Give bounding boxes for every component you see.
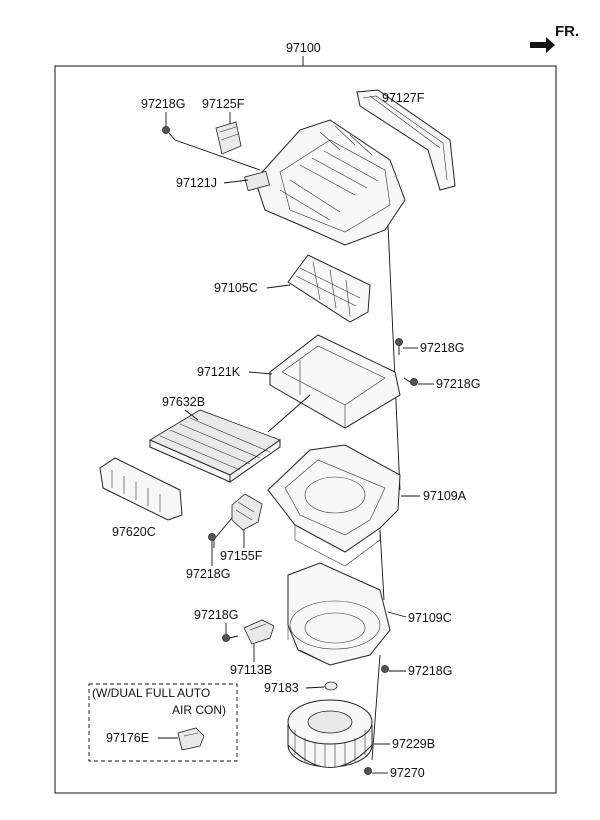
part-97270-screw xyxy=(364,767,372,775)
label-97632B: 97632B xyxy=(162,395,205,409)
alignment-line-right xyxy=(387,224,401,491)
note-line-1: (W/DUAL FULL AUTO xyxy=(92,686,210,700)
leader-97121K xyxy=(248,371,273,375)
front-direction-indicator: FR. xyxy=(530,23,579,53)
label-97155F: 97155F xyxy=(220,549,263,563)
label-97218G-left-1: 97218G xyxy=(186,567,230,581)
label-97218G-right-2: 97218G xyxy=(436,377,480,391)
label-97121J: 97121J xyxy=(176,176,217,190)
label-97127F: 97127F xyxy=(382,91,425,105)
part-97218G-top-screw xyxy=(162,126,176,141)
leader-97105C xyxy=(266,284,291,289)
label-97229B: 97229B xyxy=(392,737,435,751)
part-97109C-lower-case xyxy=(287,562,391,666)
label-97620C: 97620C xyxy=(112,525,156,539)
part-97127F-seal xyxy=(356,89,456,191)
label-97218G-right-1: 97218G xyxy=(420,341,464,355)
leader-97632B-to-housing xyxy=(267,394,311,433)
part-97121K-filter-housing xyxy=(269,334,401,429)
part-97109A-upper-case xyxy=(267,444,401,567)
leader-97218G-to-case xyxy=(174,139,261,171)
front-arrow-icon xyxy=(530,37,555,53)
front-direction-label: FR. xyxy=(555,23,579,40)
dual-full-auto-note-box xyxy=(88,683,238,762)
part-97620C-grille xyxy=(99,457,183,521)
leader-97183 xyxy=(305,686,325,689)
leader-97121J xyxy=(223,179,249,184)
part-97218G-right-screw-1 xyxy=(395,338,403,355)
label-97105C: 97105C xyxy=(214,281,258,295)
label-97218G-left-2: 97218G xyxy=(194,608,238,622)
label-97125F: 97125F xyxy=(202,97,245,111)
alignment-line-bottom xyxy=(371,654,381,761)
label-97183: 97183 xyxy=(264,681,299,695)
note-line-2: AIR CON) xyxy=(172,703,226,717)
label-97176E: 97176E xyxy=(106,731,149,745)
label-97109C: 97109C xyxy=(408,611,452,625)
label-97121K: 97121K xyxy=(197,365,241,379)
part-97632B-cabin-filter xyxy=(149,409,281,483)
part-97121J-intake-case xyxy=(244,119,406,246)
part-97218G-right-screw-2 xyxy=(403,377,418,386)
part-97229B-blower-motor xyxy=(287,699,373,768)
label-97270: 97270 xyxy=(390,766,425,780)
part-97155F-resistor xyxy=(231,493,263,531)
label-97218G-right-3: 97218G xyxy=(408,664,452,678)
assembly-number-label: 97100 xyxy=(286,41,321,55)
part-97183-clip xyxy=(324,681,338,691)
part-97218G-left-screw-2 xyxy=(222,634,239,642)
leader-97218G-left-1-to-resistor xyxy=(215,517,233,538)
part-97218G-left-screw-1 xyxy=(208,533,216,548)
label-97109A: 97109A xyxy=(423,489,467,503)
leader-97109C xyxy=(387,611,407,618)
part-97176E-sensor xyxy=(177,727,205,751)
part-97218G-right-screw-3 xyxy=(381,665,389,673)
assembly-frame xyxy=(54,65,557,794)
label-97218G-top: 97218G xyxy=(141,97,185,111)
alignment-line-lower xyxy=(379,529,385,601)
part-97113B-bracket xyxy=(243,619,275,645)
leader-97632B xyxy=(184,409,199,421)
part-97125F-actuator xyxy=(215,121,242,155)
label-97113B: 97113B xyxy=(230,663,272,677)
part-97105C-door xyxy=(287,254,371,323)
